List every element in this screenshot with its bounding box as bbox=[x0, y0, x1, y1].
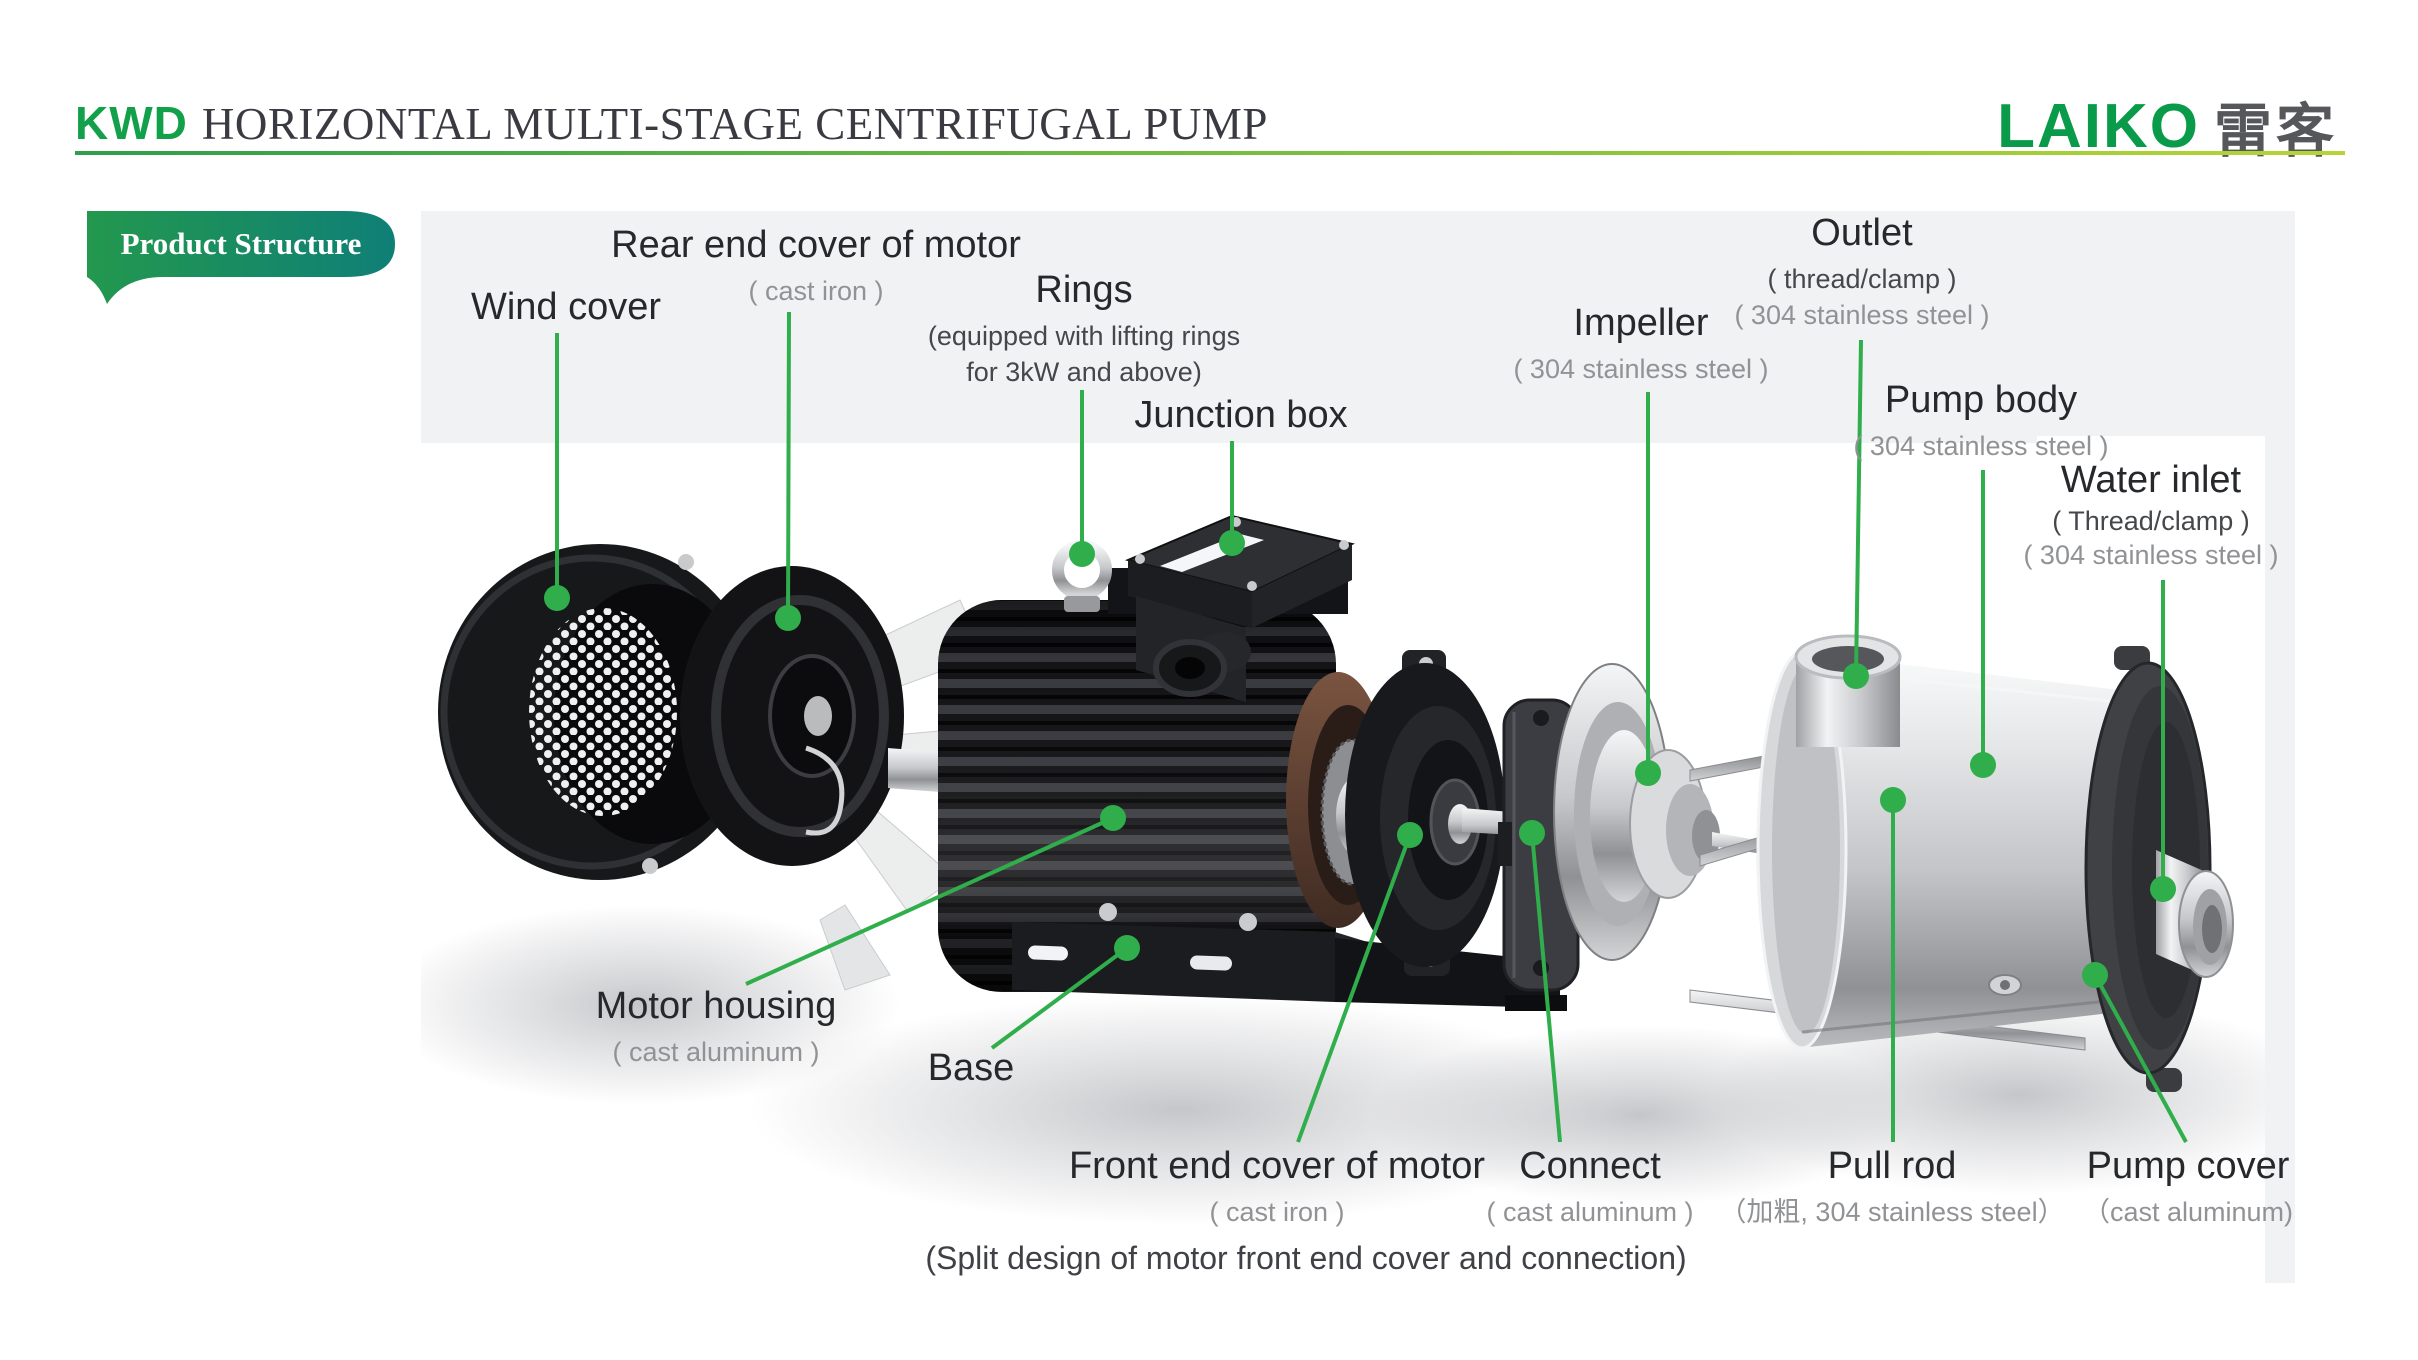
section-badge-shape bbox=[87, 211, 395, 304]
label-outlet: Outlet ( thread/clamp ) ( 304 stainless … bbox=[1734, 212, 1990, 330]
label-base: Base bbox=[927, 1047, 1015, 1089]
logo-cjk-text: 雷客 bbox=[2213, 99, 2338, 164]
label-rings: Rings (equipped with lifting rings for 3… bbox=[927, 269, 1241, 387]
label-wind-cover: Wind cover bbox=[470, 286, 662, 328]
label-pump-body: Pump body ( 304 stainless steel ) bbox=[1853, 379, 2109, 461]
section-badge-label: Product Structure bbox=[120, 226, 362, 261]
split-design-note: (Split design of motor front end cover a… bbox=[925, 1240, 1687, 1276]
page-title: HORIZONTAL MULTI-STAGE CENTRIFUGAL PUMP bbox=[201, 99, 1268, 149]
water-inlet-port-part bbox=[2156, 850, 2234, 978]
label-rear-end-cover: Rear end cover of motor ( cast iron ) bbox=[611, 224, 1021, 306]
label-impeller: Impeller ( 304 stainless steel ) bbox=[1513, 302, 1769, 384]
lifting-ring-part bbox=[1052, 540, 1112, 612]
junction-box-part bbox=[1124, 514, 1355, 702]
label-water-inlet: Water inlet ( Thread/clamp ) ( 304 stain… bbox=[2023, 459, 2279, 570]
label-connect: Connect ( cast aluminum ) bbox=[1486, 1145, 1694, 1227]
label-pump-cover: Pump cover （cast aluminum) bbox=[2082, 1145, 2294, 1227]
label-front-end-cover: Front end cover of motor ( cast iron ) bbox=[1068, 1145, 1486, 1227]
pump-body-part bbox=[1756, 650, 2120, 1050]
rear-end-cover-part bbox=[680, 566, 904, 866]
label-pull-rod: Pull rod （加粗, 304 stainless steel） bbox=[1719, 1145, 2065, 1227]
label-junction-box: Junction box bbox=[1134, 394, 1348, 436]
page-header: KWD HORIZONTAL MULTI-STAGE CENTRIFUGAL P… bbox=[75, 96, 1268, 150]
series-code: KWD bbox=[75, 97, 188, 149]
front-end-cover-part bbox=[1345, 650, 1706, 976]
header-divider bbox=[75, 151, 2345, 155]
company-logo: LAIKO 雷客 bbox=[1997, 84, 2338, 168]
label-motor-housing: Motor housing ( cast aluminum ) bbox=[595, 985, 837, 1067]
water-inlet-label-box bbox=[2037, 436, 2265, 578]
logo-latin-text: LAIKO bbox=[1997, 91, 2200, 161]
outlet-port-part bbox=[1794, 634, 1902, 747]
